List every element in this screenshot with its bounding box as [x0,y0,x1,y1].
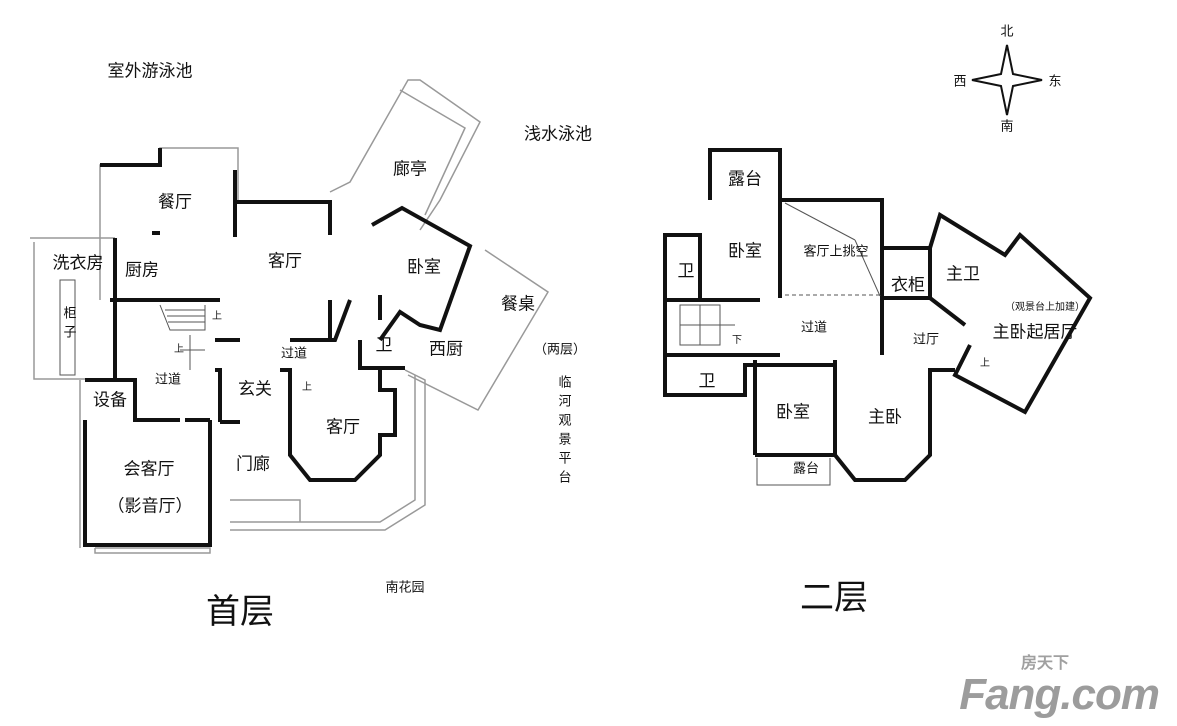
label-reception: 会客厅 [123,459,175,480]
second-floor-title: 二层 [800,578,868,618]
label-master-bedroom: 主卧 [868,407,902,428]
label-foyer: 玄关 [238,379,272,400]
label-bedroom-1: 卧室 [728,241,762,262]
compass-east: 东 [1048,74,1062,90]
label-equipment: 设备 [93,390,127,411]
label-river-terrace: 临河观景平台 [555,375,571,489]
label-up: 上 [980,358,990,369]
label-up-3: 上 [302,382,312,393]
second-floor-details [679,202,881,486]
first-floor-stairs [59,279,206,376]
outer-outline [30,79,550,554]
label-master-bath: 主卫 [946,264,980,285]
label-western-kitchen: 西厨 [429,339,463,360]
label-outdoor-pool: 室外游泳池 [107,61,193,82]
label-terrace-north: 露台 [728,169,762,190]
label-shallow-pool: 浅水泳池 [524,124,592,145]
label-hall: 过厅 [912,332,940,348]
compass-south: 南 [1000,119,1014,135]
label-corridor-1: 过道 [280,346,308,362]
label-terrace-south: 露台 [792,461,820,477]
label-corridor-2: 过道 [154,372,182,388]
label-bedroom-2: 卧室 [776,402,810,423]
label-bathroom-1: 卫 [677,261,695,282]
label-dining-table: 餐桌 [501,294,535,315]
label-addition-note: （观景台上加建） [1005,302,1085,313]
label-up-2: 上 [174,344,184,355]
label-down: 下 [732,335,742,346]
first-floor-title: 首层 [206,592,274,632]
label-porch: 门廊 [236,454,270,475]
label-laundry: 洗衣房 [52,253,104,274]
compass-icon [971,44,1043,116]
second-floor-walls [663,148,1093,482]
label-up-1: 上 [212,311,222,322]
watermark: 房天下 Fang.com [959,653,1160,719]
watermark-cn: 房天下 [1020,653,1069,672]
label-bathroom-2: 卫 [698,371,716,392]
label-living-room-2: 客厅 [326,417,360,438]
label-cabinet: 柜子 [60,306,76,344]
label-pavilion: 廊亭 [393,159,427,180]
label-living-void: 客厅上挑空 [803,244,869,260]
watermark-en: Fang.com [959,670,1160,719]
label-corridor: 过道 [800,320,828,336]
label-south-garden: 南花园 [385,580,425,596]
label-bedroom: 卧室 [407,257,441,278]
label-master-lounge: 主卧起居厅 [992,322,1078,343]
label-two-floors: （两层） [533,342,587,358]
compass-north: 北 [1000,24,1014,40]
label-living-room: 客厅 [268,251,302,272]
label-kitchen: 厨房 [125,260,159,281]
first-floor-walls [83,148,473,547]
compass-west: 西 [953,74,967,90]
label-theater: （影音厅） [107,496,193,517]
label-bathroom: 卫 [375,335,393,356]
label-dining-room: 餐厅 [158,192,192,213]
label-wardrobe: 衣柜 [891,275,925,296]
